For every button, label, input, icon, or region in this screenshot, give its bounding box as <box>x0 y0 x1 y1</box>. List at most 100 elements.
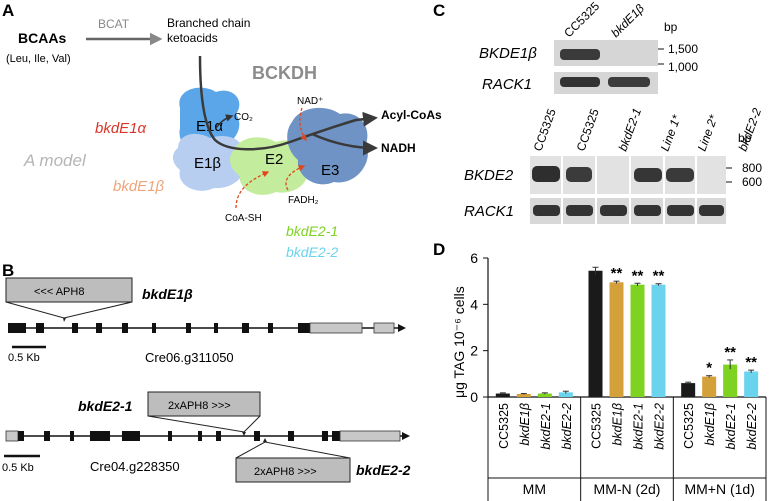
bar-0-0 <box>495 393 510 397</box>
insert-site-2 <box>242 432 246 436</box>
gene1-utr <box>309 322 363 334</box>
bar-0-2 <box>537 393 552 397</box>
bkde2-2-label: bkdE2-2 <box>286 244 338 260</box>
e3-label: E3 <box>321 162 339 179</box>
y-tick-label-2: 2 <box>470 343 478 359</box>
nadh-arrow <box>311 132 378 156</box>
bar-1-0 <box>588 270 603 397</box>
bkde2-band-2 <box>566 167 592 182</box>
acyl-coas-label: Acyl-CoAs <box>381 108 442 122</box>
significance-2-3: ** <box>745 354 757 371</box>
group-label-2: MM+N (1d) <box>684 481 754 497</box>
aph8-insert-label-2: 2xAPH8 >>> <box>168 400 231 412</box>
category-label-0-0: CC5325 <box>497 403 511 449</box>
scale-label-1: 0.5 Kb <box>8 352 40 364</box>
fadh2-arrow <box>285 165 306 191</box>
category-label-2-2: bkdE2-1 <box>724 403 738 450</box>
bar-2-2 <box>723 364 738 397</box>
panel-c-label: C <box>433 1 445 20</box>
top-lane-1: CC5325 <box>561 0 602 40</box>
aph8-insert-box-1 <box>5 277 133 303</box>
bottom-size-800: 800 <box>742 161 762 175</box>
rack1-band-top-2 <box>608 77 650 87</box>
coash-label: CoA-SH <box>225 213 262 224</box>
e3-subunit <box>287 107 368 185</box>
bkde2-2-gene-label: bkdE2-2 <box>356 462 411 478</box>
bar-1-1 <box>609 282 624 397</box>
gene1-arrowhead <box>398 324 406 332</box>
model-label: A model <box>23 151 87 170</box>
bar-2-3 <box>744 371 759 397</box>
insert-site-3 <box>263 438 267 442</box>
gene2-id: Cre04.g228350 <box>90 459 180 474</box>
significance-1-1: ** <box>611 265 623 282</box>
y-tick-label-4: 4 <box>470 296 478 312</box>
top-row-rack1: RACK1 <box>482 76 532 93</box>
panel-a: A BCAAs (Leu, Ile, Val) BCAT Branched ch… <box>2 1 442 260</box>
y-axis-label: μg TAG 10⁻⁶ cells <box>451 286 467 398</box>
panel-b-label: B <box>2 261 14 280</box>
e1b-subunit <box>173 133 247 191</box>
group-label-1: MM-N (2d) <box>594 481 661 497</box>
aph8-insert-box-2 <box>147 391 261 417</box>
bottom-lane-2: CC5325 <box>574 107 602 153</box>
bottom-row-rack1: RACK1 <box>464 203 514 220</box>
y-tick-label-6: 6 <box>470 250 478 266</box>
insert-callout-3 <box>235 441 351 459</box>
y-tick-label-0: 0 <box>470 389 478 405</box>
insert-callout-1 <box>5 301 133 319</box>
bkde2-lane-dividers <box>561 156 697 194</box>
bottom-row-bkde2: BKDE2 <box>464 167 514 184</box>
e1b-label: E1β <box>194 155 221 172</box>
top-bp-label: bp <box>664 20 678 34</box>
bottom-lane-5: Line 2* <box>695 113 721 153</box>
top-size-1500: 1,500 <box>668 42 698 56</box>
co2-arrow <box>215 114 234 129</box>
bottom-lane-3: bkdE2-1 <box>616 106 644 153</box>
bkde1b-band <box>560 49 600 60</box>
e1a-label: E1α <box>196 118 223 135</box>
category-label-0-3: bkdE2-2 <box>560 403 574 450</box>
gene2-arrowhead <box>402 432 410 440</box>
aph8-insert-box-3 <box>235 457 351 483</box>
fadh2-label: FADH₂ <box>288 195 319 206</box>
bkde2-band-4 <box>634 168 662 182</box>
category-label-0-2: bkdE2-1 <box>539 403 553 450</box>
category-label-1-1: bkdE1β <box>611 403 625 446</box>
nadh-label: NADH <box>381 141 416 155</box>
ketoacids-label-1: Branched chain <box>167 16 250 30</box>
aph8-insert-label-1: <<< APH8 <box>34 286 84 298</box>
co2-label: CO₂ <box>234 112 253 123</box>
main-pathway-arrow <box>198 55 378 151</box>
gene2-exons <box>18 431 340 441</box>
bkde2-1-label: bkdE2-1 <box>286 223 338 239</box>
rack1-band-top-1 <box>560 77 600 87</box>
top-size-1000: 1,000 <box>668 60 698 74</box>
gene1-id: Cre06.g311050 <box>145 350 234 365</box>
insert-site-1 <box>63 318 66 322</box>
category-label-0-1: bkdE1β <box>518 403 532 446</box>
bar-0-1 <box>516 393 531 397</box>
rack1-bands-bottom <box>533 205 724 216</box>
group-label-0: MM <box>523 481 546 497</box>
category-label-2-1: bkdE1β <box>703 403 717 446</box>
panel-c: C CC5325 bkdE1β bp 1,500 1,000 BKDE1β RA… <box>433 0 764 224</box>
insert-callout-2 <box>147 415 261 433</box>
nad-arrow <box>299 107 307 142</box>
top-lane-2: bkdE1β <box>608 1 647 40</box>
rack1-lane-dividers <box>561 198 697 224</box>
bkde1b-gene-label: bkdE1β <box>142 286 193 302</box>
bckdh-label: BCKDH <box>252 63 317 83</box>
e2-label: E2 <box>265 151 283 168</box>
bottom-lane-6: bkdE2-2 <box>736 106 765 153</box>
bcat-label: BCAT <box>98 17 130 31</box>
category-label-1-0: CC5325 <box>590 403 604 449</box>
panel-a-label: A <box>2 1 14 20</box>
category-label-1-3: bkdE2-2 <box>653 403 667 450</box>
gene2-utr-5 <box>5 430 19 442</box>
top-row-bkde1b: BKDE1β <box>479 45 537 62</box>
panel-b: B <<< APH8 bkdE1β 0.5 Kb Cre06.g311050 b… <box>2 261 411 483</box>
category-label-2-3: bkdE2-2 <box>745 403 759 450</box>
panel-d-label: D <box>433 240 445 259</box>
